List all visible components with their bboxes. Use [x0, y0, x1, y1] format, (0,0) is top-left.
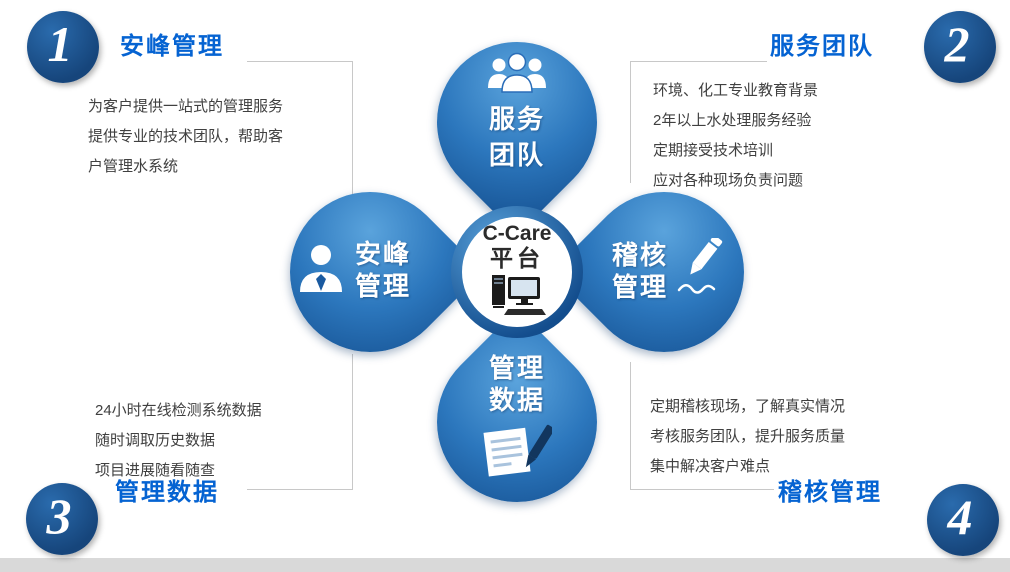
connector-bottom-right-horizontal: [630, 489, 774, 490]
desktop-computer-icon: [488, 273, 546, 322]
text-line: 定期接受技术培训: [653, 142, 774, 159]
number-badge-1: 1: [27, 11, 99, 83]
number-3: 3: [46, 488, 72, 544]
number-badge-2: 2: [924, 11, 996, 83]
text-block-service-team: 环境、化工专业教育背景 2年以上水处理服务经验 定期接受技术培训 应对各种现场负…: [653, 76, 818, 196]
text-block-management-data: 24小时在线检测系统数据 随时调取历史数据 项目进展随看随查: [95, 396, 262, 486]
connector-top-right-vertical: [630, 61, 631, 183]
heading-service-team: 服务团队: [770, 33, 874, 60]
number-2: 2: [944, 16, 970, 72]
petal-content-anfeng: 安峰 管理: [294, 238, 411, 302]
text-line: 24小时在线检测系统数据: [95, 402, 262, 419]
person-icon: [294, 240, 348, 301]
text-block-anfeng-management: 为客户提供一站式的管理服务 提供专业的技术团队，帮助客 户管理水系统: [88, 92, 283, 182]
pencil-icon: [675, 235, 727, 303]
text-line: 户管理水系统: [88, 158, 179, 175]
text-line: 项目进展随看随查: [95, 462, 216, 479]
text-line: 集中解决客户难点: [650, 458, 771, 475]
text-line: 考核服务团队，提升服务质量: [650, 428, 846, 445]
petal-content-service-team: 服务 团队: [437, 52, 597, 171]
center-hub: C-Care 平台: [462, 217, 572, 327]
bottom-divider-bar: [0, 558, 1010, 572]
petal-label-line: 数据: [488, 385, 545, 415]
text-block-audit-management: 定期稽核现场，了解真实情况 考核服务团队，提升服务质量 集中解决客户难点: [650, 392, 845, 482]
petal-label-line: 服务: [488, 104, 545, 134]
text-line: 应对各种现场负责问题: [653, 172, 804, 189]
team-icon: [484, 52, 550, 99]
petal-content-audit: 稽核 管理: [612, 235, 727, 303]
number-4: 4: [947, 489, 973, 545]
connector-bottom-right-vertical: [630, 362, 631, 490]
connector-top-left-horizontal: [247, 61, 353, 62]
text-line: 定期稽核现场，了解真实情况: [650, 398, 846, 415]
heading-anfeng-management: 安峰管理: [120, 33, 224, 60]
petal-content-management-data: 管理 数据: [437, 352, 597, 485]
connector-bottom-left-vertical: [352, 354, 353, 490]
text-line: 为客户提供一站式的管理服务: [88, 98, 284, 115]
petal-label-line: 安峰: [355, 239, 412, 269]
text-line: 环境、化工专业教育背景: [653, 82, 819, 99]
connector-top-left-vertical: [352, 61, 353, 199]
document-pen-icon: [482, 422, 555, 485]
petal-label-line: 管理: [612, 271, 669, 302]
center-brand-text: C-Care: [482, 222, 552, 245]
petal-label-line: 团队: [488, 140, 545, 170]
number-1: 1: [47, 16, 73, 72]
number-badge-3: 3: [26, 483, 98, 555]
petal-label-line: 管理: [355, 271, 412, 301]
heading-management-data: 管理数据: [115, 479, 219, 506]
center-platform-text: 平台: [490, 245, 544, 271]
text-line: 提供专业的技术团队，帮助客: [88, 128, 284, 145]
petal-label-line: 管理: [488, 353, 545, 383]
connector-bottom-left-horizontal: [247, 489, 353, 490]
connector-top-right-horizontal: [630, 61, 767, 62]
heading-audit-management: 稽核管理: [778, 479, 882, 506]
petal-label-line: 稽核: [612, 239, 669, 270]
number-badge-4: 4: [927, 484, 999, 556]
text-line: 2年以上水处理服务经验: [653, 112, 812, 129]
text-line: 随时调取历史数据: [95, 432, 216, 449]
